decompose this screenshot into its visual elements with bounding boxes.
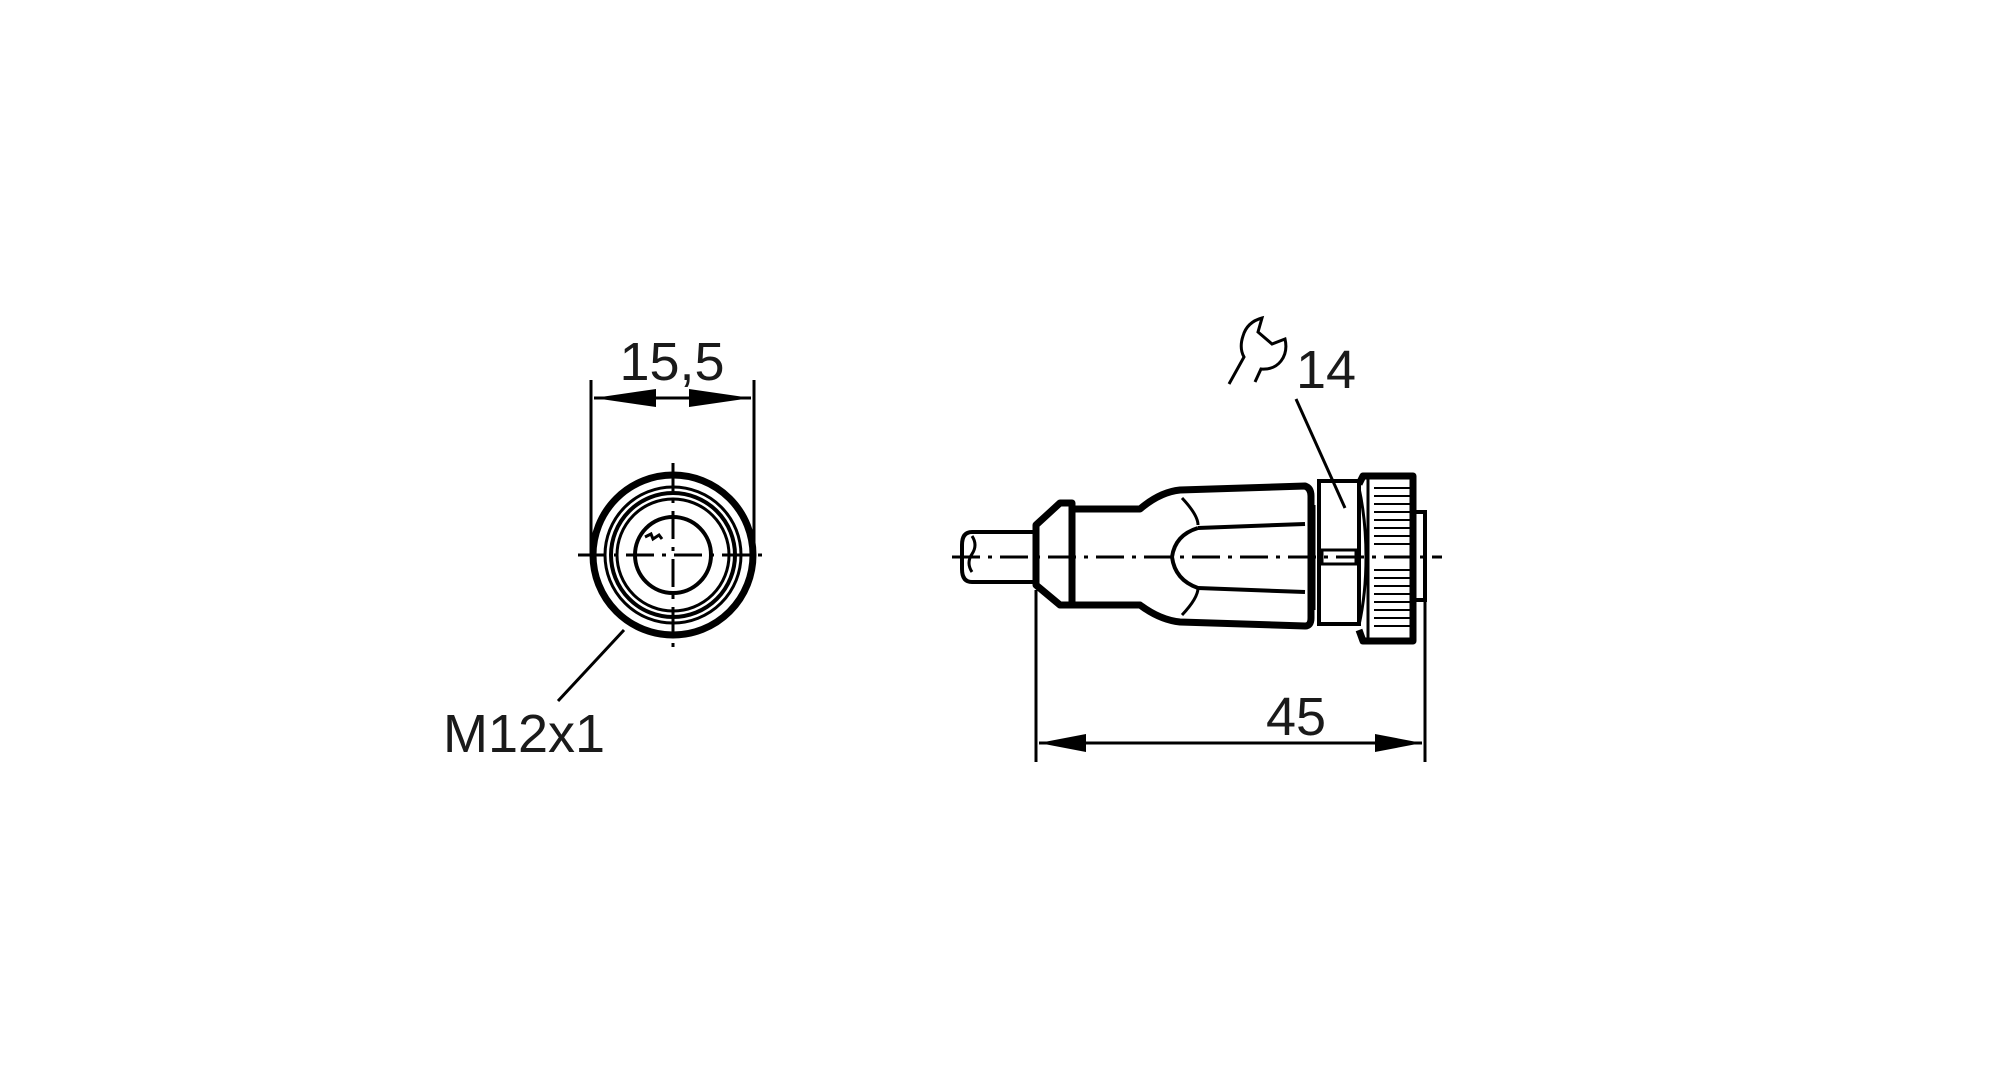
thread-label: M12x1 [443,704,605,764]
front-view: 15,5 M12x1 [443,332,768,764]
thread-leader-line [556,628,626,703]
side-view: 14 45 [952,315,1442,762]
length-dimension-line [1039,734,1422,752]
wrench-size-label: 14 [1296,340,1356,400]
wrench-leader-line [1294,398,1347,509]
width-dimension-line [594,389,751,407]
width-dimension-label: 15,5 [619,332,724,392]
length-dimension-label: 45 [1266,687,1326,747]
connector-body [1032,482,1316,630]
wrench-icon [1227,315,1288,385]
knurled-coupling-nut [1355,472,1427,645]
